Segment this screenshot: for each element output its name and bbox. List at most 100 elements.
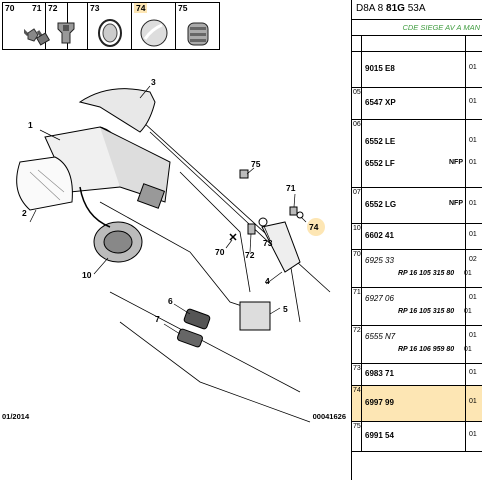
callout-74-highlight <box>307 218 325 236</box>
part-number[interactable]: 6997 99 <box>365 398 394 407</box>
thumbnail-74[interactable]: 74 <box>132 2 176 50</box>
part-number[interactable]: 6552 LF <box>365 159 395 168</box>
table-row[interactable]: 72 6555 N7 01 RP 16 106 959 80 01 <box>352 326 482 364</box>
part-line: 6991 54 01 <box>365 431 482 443</box>
table-row[interactable]: 73 6983 71 01 <box>352 364 482 386</box>
row-key-label: 72 <box>353 327 361 334</box>
callout-7: 7 <box>155 314 160 324</box>
part-number[interactable]: 6552 LG <box>365 200 397 209</box>
table-spacer <box>352 36 482 52</box>
part-quantity: 01 <box>469 159 477 166</box>
thumbnail-73[interactable]: 73 <box>88 2 132 50</box>
part-70-shape <box>229 233 237 241</box>
row-key-label: 06 <box>353 121 361 128</box>
replacement-quantity: 01 <box>464 346 472 353</box>
part-number[interactable]: 6547 XP <box>365 98 396 107</box>
thumbnail-75[interactable]: 75 <box>176 2 220 50</box>
part-number[interactable]: 6991 54 <box>365 431 394 440</box>
part-quantity: 01 <box>469 98 477 105</box>
thumbnail-label: 73 <box>90 3 100 13</box>
callout-71: 71 <box>286 183 296 193</box>
row-key: 74 <box>352 386 361 421</box>
table-row[interactable]: 06 6552 LE 01 6552 LF NFP 01 <box>352 120 482 188</box>
table-row[interactable]: 05 6547 XP 01 <box>352 88 482 120</box>
row-key: 10 <box>352 224 361 249</box>
part-quantity: 01 <box>469 332 477 339</box>
table-row[interactable]: 75 6991 54 01 <box>352 422 482 452</box>
mirror-assembly-drawing: 1 2 3 4 5 6 7 10 70 71 72 73 74 75 <box>16 77 331 423</box>
row-key: 71 <box>352 288 361 325</box>
replacement-reference: RP 16 105 315 80 <box>398 270 455 277</box>
part-quantity: 01 <box>469 431 477 438</box>
callout-75: 75 <box>251 159 261 169</box>
thumbnail-label: 70 <box>5 3 15 13</box>
row-key-label: 70 <box>353 251 361 258</box>
part-number[interactable]: 6602 41 <box>365 231 394 240</box>
cover-cap-icon <box>140 19 168 47</box>
part-note: NFP <box>449 200 463 207</box>
part-line: 6927 06 01 <box>365 294 482 306</box>
row-key-label: 07 <box>353 189 361 196</box>
table-row[interactable]: 10 6602 41 01 <box>352 224 482 250</box>
replacement-reference: RP 16 105 315 80 <box>398 308 455 315</box>
callout-72: 72 <box>245 250 255 260</box>
control-module-part <box>239 301 271 331</box>
switch-7-part <box>177 328 203 348</box>
row-key: 75 <box>352 422 361 451</box>
part-number[interactable]: 9015 E8 <box>365 64 395 73</box>
part-number[interactable]: 6927 06 <box>365 294 394 303</box>
row-key-label: 75 <box>353 423 361 430</box>
part-line: 6602 41 01 <box>365 231 482 243</box>
bolt-icon <box>24 28 51 46</box>
part-number[interactable]: 6552 LE <box>365 137 396 146</box>
table-row[interactable]: 07 6552 LG NFP 01 <box>352 188 482 224</box>
parts-table: D8A 8 81G 53A CDE SIEGE AV A MAN 9015 E8… <box>351 0 482 480</box>
part-quantity: 01 <box>469 294 477 301</box>
part-quantity: 01 <box>469 200 477 207</box>
part-quantity: 01 <box>469 231 477 238</box>
part-number[interactable]: 6925 33 <box>365 256 394 265</box>
replacement-reference: RP 16 106 959 80 <box>398 346 455 353</box>
thumbnail-label: 75 <box>178 3 188 13</box>
part-note: NFP <box>449 159 463 166</box>
part-71-shape <box>289 206 298 216</box>
row-key <box>352 52 361 87</box>
row-key: 05 <box>352 88 361 119</box>
row-key-label: 71 <box>353 289 361 296</box>
callout-73: 73 <box>263 238 273 248</box>
footer-date: 01/2014 <box>2 412 30 421</box>
mirror-glass-part <box>16 156 73 211</box>
row-key-label: 74 <box>353 387 361 394</box>
row-key: 73 <box>352 364 361 385</box>
code-bold: 81G <box>386 3 405 14</box>
table-header-subtitle: CDE SIEGE AV A MAN <box>352 20 482 36</box>
table-header-code: D8A 8 81G 53A <box>352 0 482 20</box>
row-key: 07 <box>352 188 361 223</box>
replacement-quantity: 01 <box>464 308 472 315</box>
part-number[interactable]: 6555 N7 <box>365 332 396 341</box>
part-line: 6552 LF NFP 01 <box>365 159 482 171</box>
row-key: 70 <box>352 250 361 287</box>
thumbnail-label: 71 <box>32 3 42 13</box>
mirror-gasket-part <box>261 221 301 273</box>
part-quantity: 01 <box>469 137 477 144</box>
code-prefix: D8A 8 <box>356 3 384 14</box>
part-line: 6552 LG NFP 01 <box>365 200 482 212</box>
switch-6-part <box>183 308 211 330</box>
part-number[interactable]: 6983 71 <box>365 369 394 378</box>
grommet-icon <box>187 22 209 46</box>
mirror-cover-part <box>78 88 156 133</box>
callout-74: 74 <box>309 222 319 232</box>
part-quantity: 01 <box>469 369 477 376</box>
part-73-shape <box>258 217 268 227</box>
exploded-diagram: 70 71 72 73 <box>2 2 346 423</box>
table-row[interactable]: 71 6927 06 01 RP 16 105 315 80 01 <box>352 288 482 326</box>
thumbnail-72[interactable]: 72 <box>46 2 88 50</box>
callout-2: 2 <box>22 208 27 218</box>
part-74-shape <box>296 211 304 219</box>
